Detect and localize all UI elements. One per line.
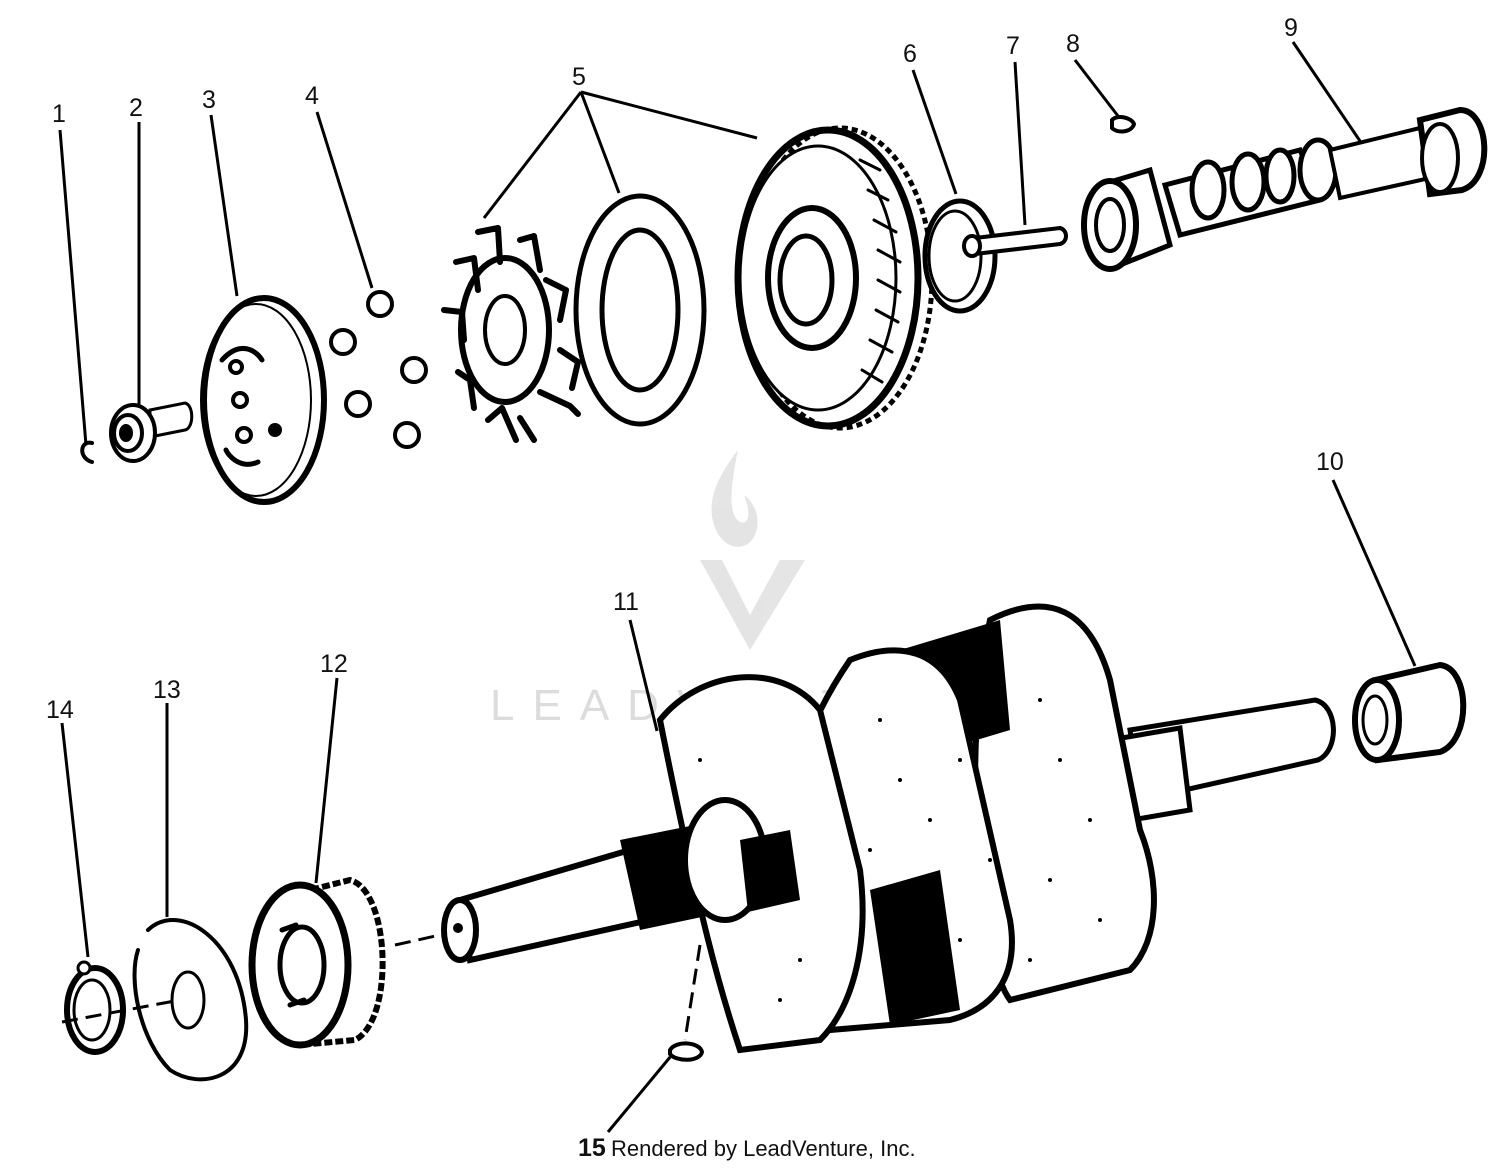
- callout-6: 6: [903, 40, 917, 68]
- part-8-key: [1110, 115, 1137, 134]
- callout-11: 11: [613, 588, 639, 616]
- callout-14: 14: [46, 696, 74, 724]
- callout-15: 15: [578, 1134, 606, 1162]
- part-5-washer: [573, 193, 707, 427]
- callout-7: 7: [1006, 32, 1020, 60]
- part-6-washer: [922, 198, 998, 314]
- alignment-lines: [61, 933, 702, 1041]
- callout-1: 1: [52, 100, 66, 128]
- callout-5: 5: [572, 63, 586, 91]
- part-10-bushing: [1352, 661, 1467, 764]
- callout-2: 2: [129, 94, 143, 122]
- part-1-retaining-ring: [80, 440, 94, 464]
- part-15-woodruff-key: [668, 1041, 705, 1062]
- part-5-cam-gear: [734, 125, 935, 431]
- callout-13: 13: [153, 676, 181, 704]
- part-9-camshaft: [1081, 106, 1488, 272]
- part-14-snap-ring: [64, 960, 126, 1055]
- callout-labels: 1 2 3 4 5 6 7 8 9 10 11 12 13 14 15: [46, 14, 1344, 1162]
- part-11-crankshaft: [441, 603, 1336, 1054]
- part-3-retainer-plate: [200, 295, 327, 505]
- leader-lines: [58, 41, 1417, 1133]
- part-13-washer: [132, 918, 249, 1082]
- part-12-crank-gear: [248, 876, 386, 1049]
- rendered-by-credit: Rendered by LeadVenture, Inc.: [611, 1136, 916, 1161]
- callout-8: 8: [1066, 30, 1080, 58]
- callout-3: 3: [202, 86, 216, 114]
- part-7-pin: [962, 225, 1068, 258]
- callout-4: 4: [305, 82, 319, 110]
- part-2-bolt: [109, 401, 194, 463]
- callout-10: 10: [1316, 448, 1344, 476]
- callout-12: 12: [320, 650, 348, 678]
- part-4-balls: [329, 290, 428, 449]
- part-5-governor-weights: [441, 225, 581, 443]
- callout-9: 9: [1284, 14, 1298, 42]
